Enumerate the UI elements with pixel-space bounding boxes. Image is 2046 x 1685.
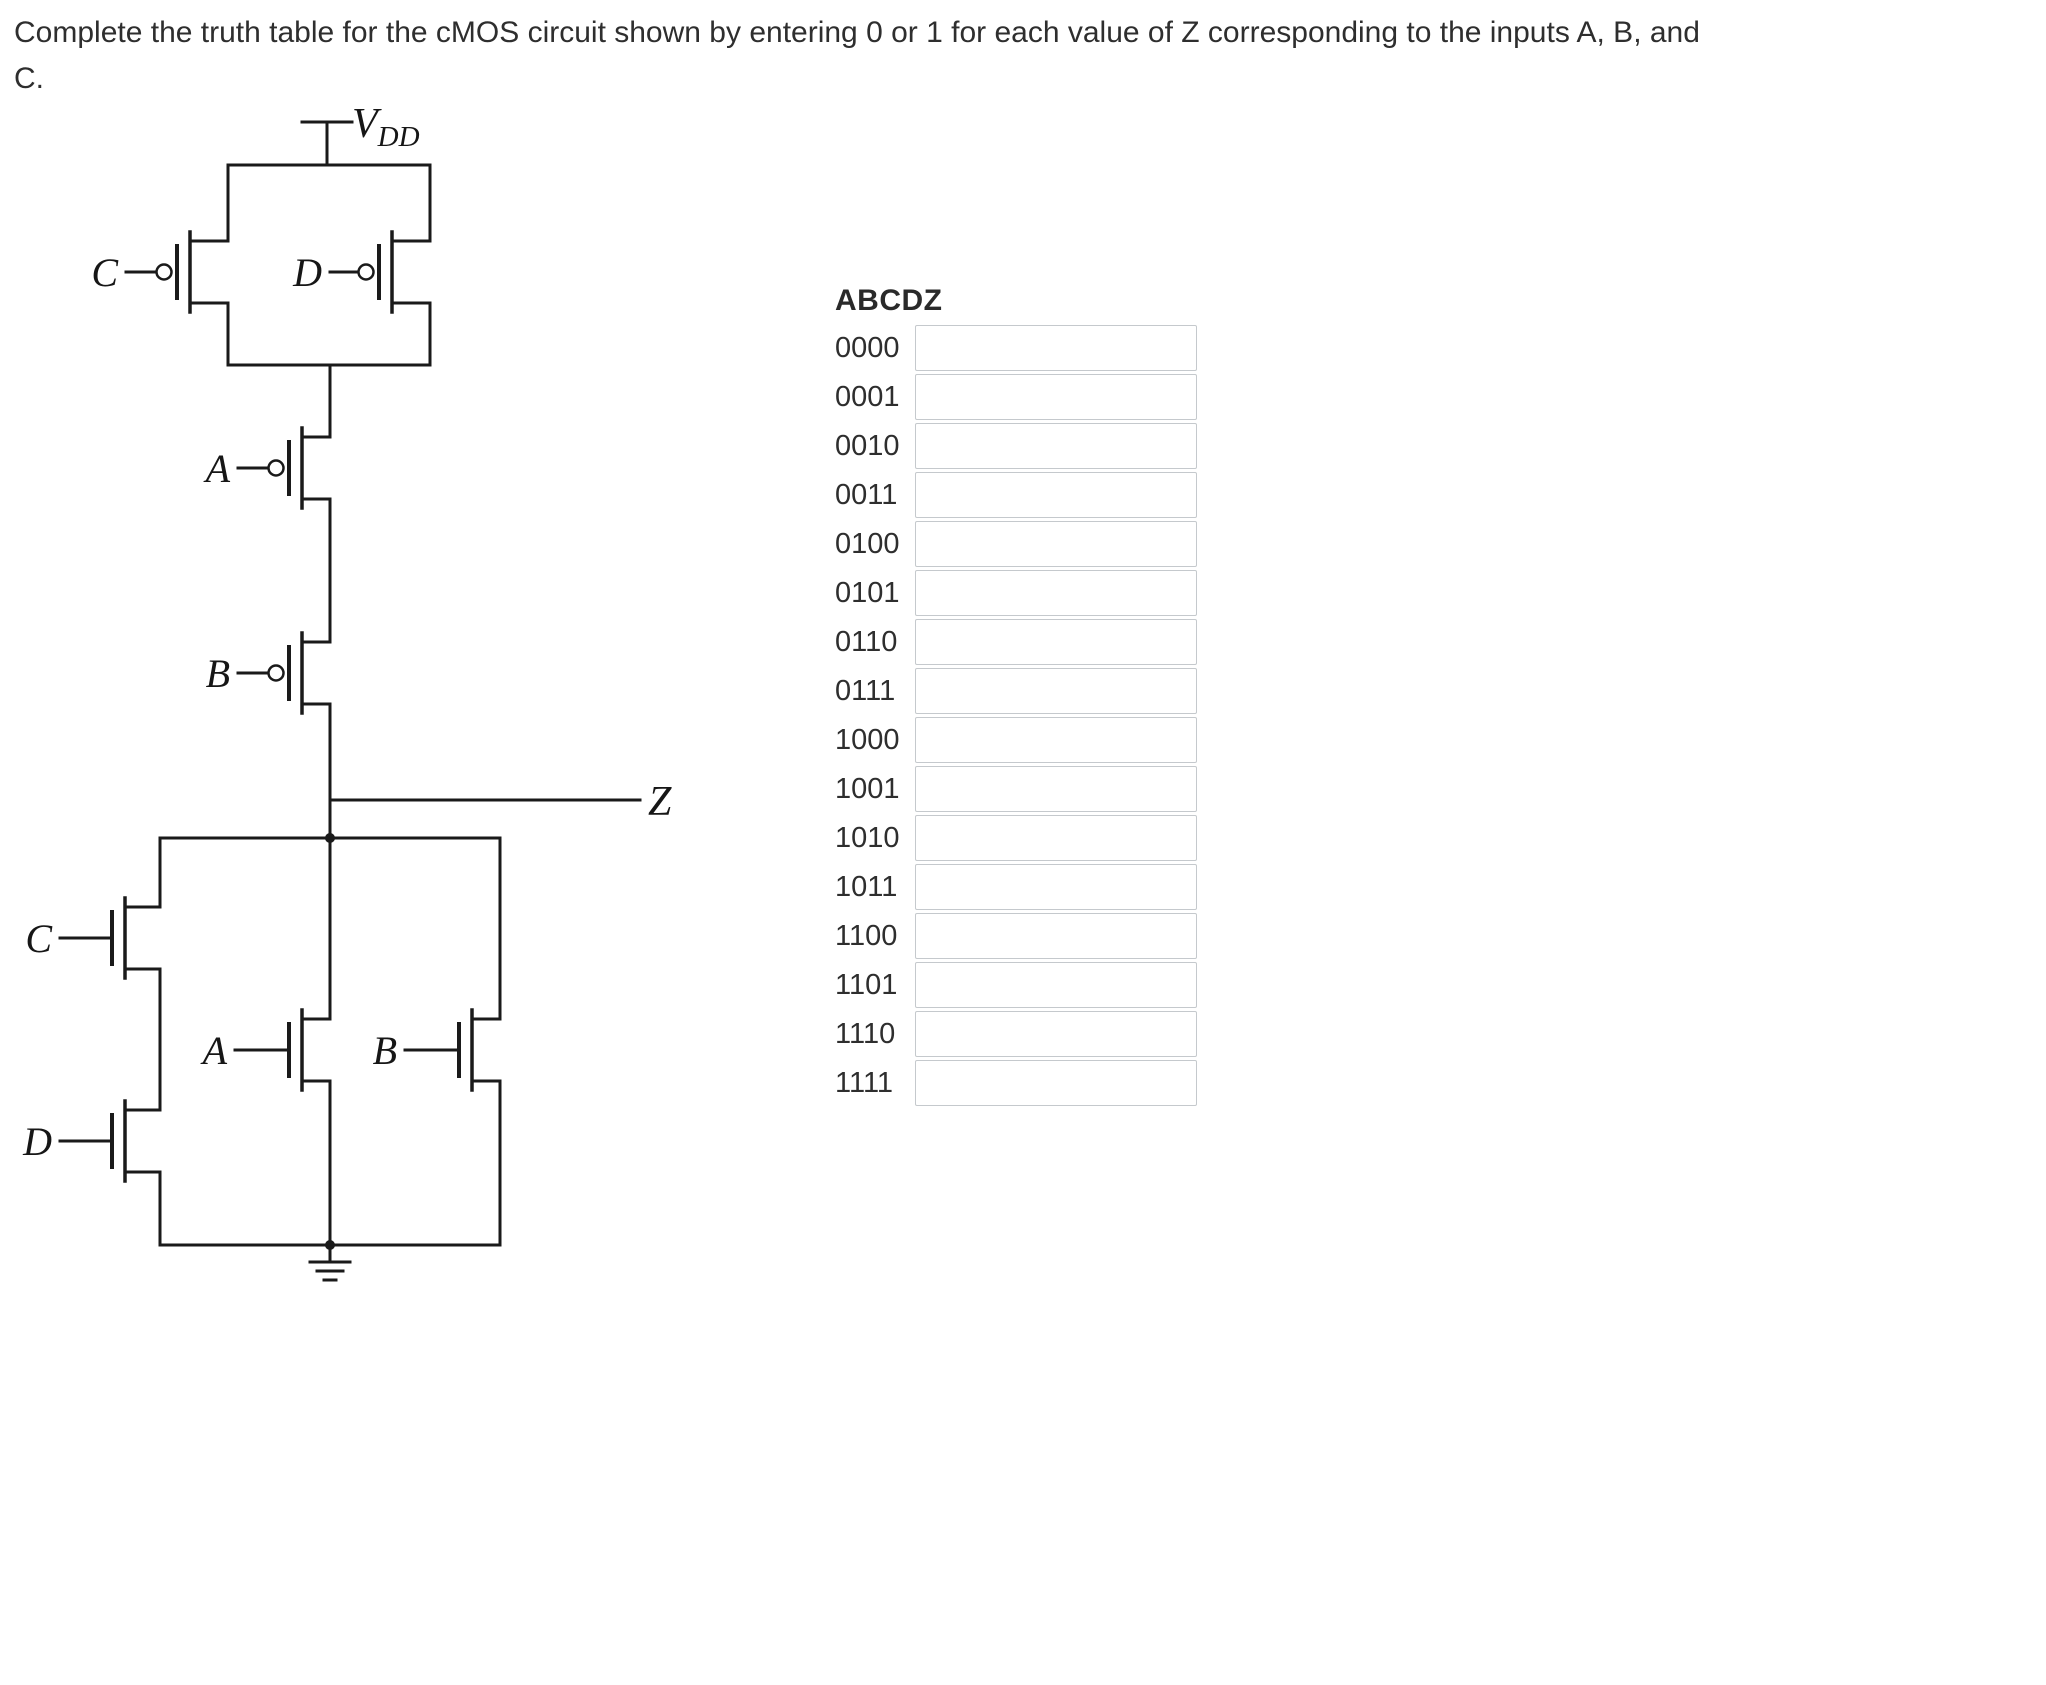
pmos-b-bubble xyxy=(267,664,285,682)
row-label-1111: 1111 xyxy=(835,1066,894,1099)
z-input-1010[interactable] xyxy=(915,815,1197,861)
z-input-1000[interactable] xyxy=(915,717,1197,763)
row-label-0000: 0000 xyxy=(835,331,900,364)
vdd-symbol: VDD xyxy=(300,101,420,167)
truth-table-row: 0110 xyxy=(835,619,1197,665)
row-label-1001: 1001 xyxy=(835,772,900,805)
z-input-0001[interactable] xyxy=(915,374,1197,420)
pmos-c-label: C xyxy=(91,250,119,295)
row-label-0011: 0011 xyxy=(835,478,898,511)
z-input-0101[interactable] xyxy=(915,570,1197,616)
row-label-0111: 0111 xyxy=(835,674,896,707)
pmos-a-label: A xyxy=(203,446,231,491)
question-line-2: C. xyxy=(14,62,44,95)
z-input-0011[interactable] xyxy=(915,472,1197,518)
truth-table-row: 1101 xyxy=(835,962,1197,1008)
row-label-1110: 1110 xyxy=(835,1017,896,1050)
z-input-0111[interactable] xyxy=(915,668,1197,714)
truth-table-row: 0001 xyxy=(835,374,1197,420)
truth-table-row: 1100 xyxy=(835,913,1197,959)
row-label-0101: 0101 xyxy=(835,576,900,609)
row-label-1010: 1010 xyxy=(835,821,900,854)
truth-table-header: ABCDZ xyxy=(835,284,943,317)
row-label-0010: 0010 xyxy=(835,429,900,462)
nmos-c-label: C xyxy=(25,916,53,961)
z-input-1111[interactable] xyxy=(915,1060,1197,1106)
z-input-0110[interactable] xyxy=(915,619,1197,665)
nmos-a-label: A xyxy=(200,1028,228,1073)
truth-table-row: 0111 xyxy=(835,668,1197,714)
pulldown-network: C D A B xyxy=(22,833,502,1250)
row-label-0110: 0110 xyxy=(835,625,898,658)
pmos-d-bubble xyxy=(357,263,375,281)
truth-table-row: 0100 xyxy=(835,521,1197,567)
truth-table-row: 1111 xyxy=(835,1060,1197,1106)
pullup-top-rail xyxy=(226,163,432,243)
z-input-0100[interactable] xyxy=(915,521,1197,567)
z-input-1110[interactable] xyxy=(915,1011,1197,1057)
z-input-1011[interactable] xyxy=(915,864,1197,910)
pmos-c-bubble xyxy=(155,263,173,281)
truth-table-row: 1000 xyxy=(835,717,1197,763)
truth-table-row: 0011 xyxy=(835,472,1197,518)
output-z-label: Z xyxy=(648,779,672,825)
question-line-1: Complete the truth table for the cMOS ci… xyxy=(14,16,1700,49)
cmos-circuit-diagram: VDD C D xyxy=(22,101,672,1282)
pmos-b-label: B xyxy=(206,651,230,696)
row-label-0001: 0001 xyxy=(835,380,900,413)
row-label-1100: 1100 xyxy=(835,919,898,952)
truth-table-row: 1110 xyxy=(835,1011,1197,1057)
row-label-0100: 0100 xyxy=(835,527,900,560)
row-label-1011: 1011 xyxy=(835,870,898,903)
ground-symbol xyxy=(308,1243,352,1282)
z-input-0000[interactable] xyxy=(915,325,1197,371)
row-label-1000: 1000 xyxy=(835,723,900,756)
pullup-network: C D A B xyxy=(91,163,432,840)
truth-table: ABCDZ 0000 0001 0010 0011 0100 0101 0110 xyxy=(835,286,1197,1109)
question-text: Complete the truth table for the cMOS ci… xyxy=(14,10,2036,102)
truth-table-row: 1001 xyxy=(835,766,1197,812)
vdd-label: VDD xyxy=(352,101,420,153)
output-wire: Z xyxy=(328,779,672,825)
truth-table-row: 1011 xyxy=(835,864,1197,910)
z-input-1001[interactable] xyxy=(915,766,1197,812)
row-label-1101: 1101 xyxy=(835,968,898,1001)
pmos-a-bubble xyxy=(267,459,285,477)
z-input-0010[interactable] xyxy=(915,423,1197,469)
z-input-1100[interactable] xyxy=(915,913,1197,959)
nmos-b-label: B xyxy=(373,1028,397,1073)
truth-table-row: 0010 xyxy=(835,423,1197,469)
truth-table-row: 1010 xyxy=(835,815,1197,861)
pmos-d-label: D xyxy=(292,250,322,295)
z-input-1101[interactable] xyxy=(915,962,1197,1008)
truth-table-row: 0000 xyxy=(835,325,1197,371)
truth-table-row: 0101 xyxy=(835,570,1197,616)
nmos-d-label: D xyxy=(22,1119,52,1164)
